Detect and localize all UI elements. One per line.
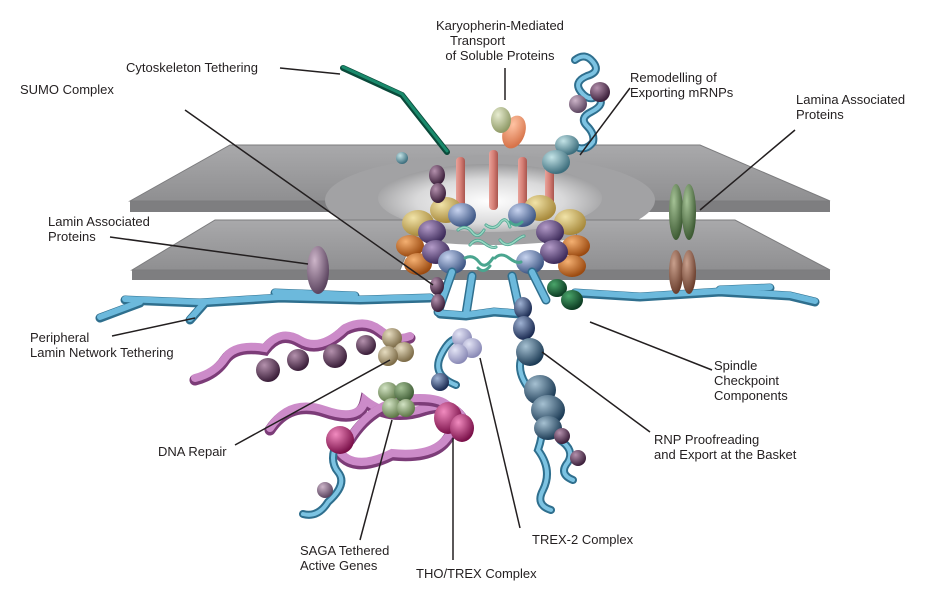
label-saga: SAGA Tethered Active Genes	[300, 543, 390, 573]
label-lamin-associated-proteins: Lamin Associated Proteins	[48, 214, 150, 244]
chromatin-bound-proteins	[256, 328, 414, 382]
tho-trex-complex	[317, 373, 474, 498]
cytoplasmic-filaments	[456, 150, 554, 212]
saga-complex	[378, 382, 415, 418]
label-peripheral-lamin-network: Peripheral Lamin Network Tethering	[30, 330, 174, 360]
label-dna-repair: DNA Repair	[158, 444, 227, 459]
spindle-checkpoint-proteins	[547, 279, 583, 310]
label-karyopherin: Karyopherin-Mediated Transport of Solubl…	[436, 18, 564, 63]
label-spindle-checkpoint: Spindle Checkpoint Components	[714, 358, 788, 403]
label-lamina-associated-proteins: Lamina Associated Proteins	[796, 92, 906, 122]
label-trex2: TREX-2 Complex	[532, 532, 634, 547]
fg-repeats-highlight	[457, 219, 525, 249]
label-sumo-complex: SUMO Complex	[20, 82, 114, 97]
lamin-associated-protein-left	[307, 246, 329, 294]
label-tho-trex: THO/TREX Complex	[416, 566, 537, 581]
rnp-basket-beads	[513, 297, 586, 466]
label-remodelling: Remodelling of Exporting mRNPs	[630, 70, 734, 100]
label-cytoskeleton-tethering: Cytoskeleton Tethering	[126, 60, 259, 75]
sumo-beads	[429, 165, 446, 312]
karyopherin-cargo	[491, 107, 526, 149]
inner-nuclear-membrane	[130, 219, 831, 280]
cytoskeleton-filament	[340, 65, 450, 155]
membrane-protein-small	[396, 152, 408, 164]
leader-lines	[109, 67, 796, 560]
lamin-network-highlight	[97, 284, 818, 322]
npc-outer-ring	[396, 195, 590, 277]
lamina-associated-proteins-right	[669, 184, 696, 294]
trex2-complex	[448, 328, 482, 364]
mrnp-proteins	[542, 82, 610, 174]
label-rnp-proofreading: RNP Proofreading and Export at the Baske…	[654, 432, 797, 462]
